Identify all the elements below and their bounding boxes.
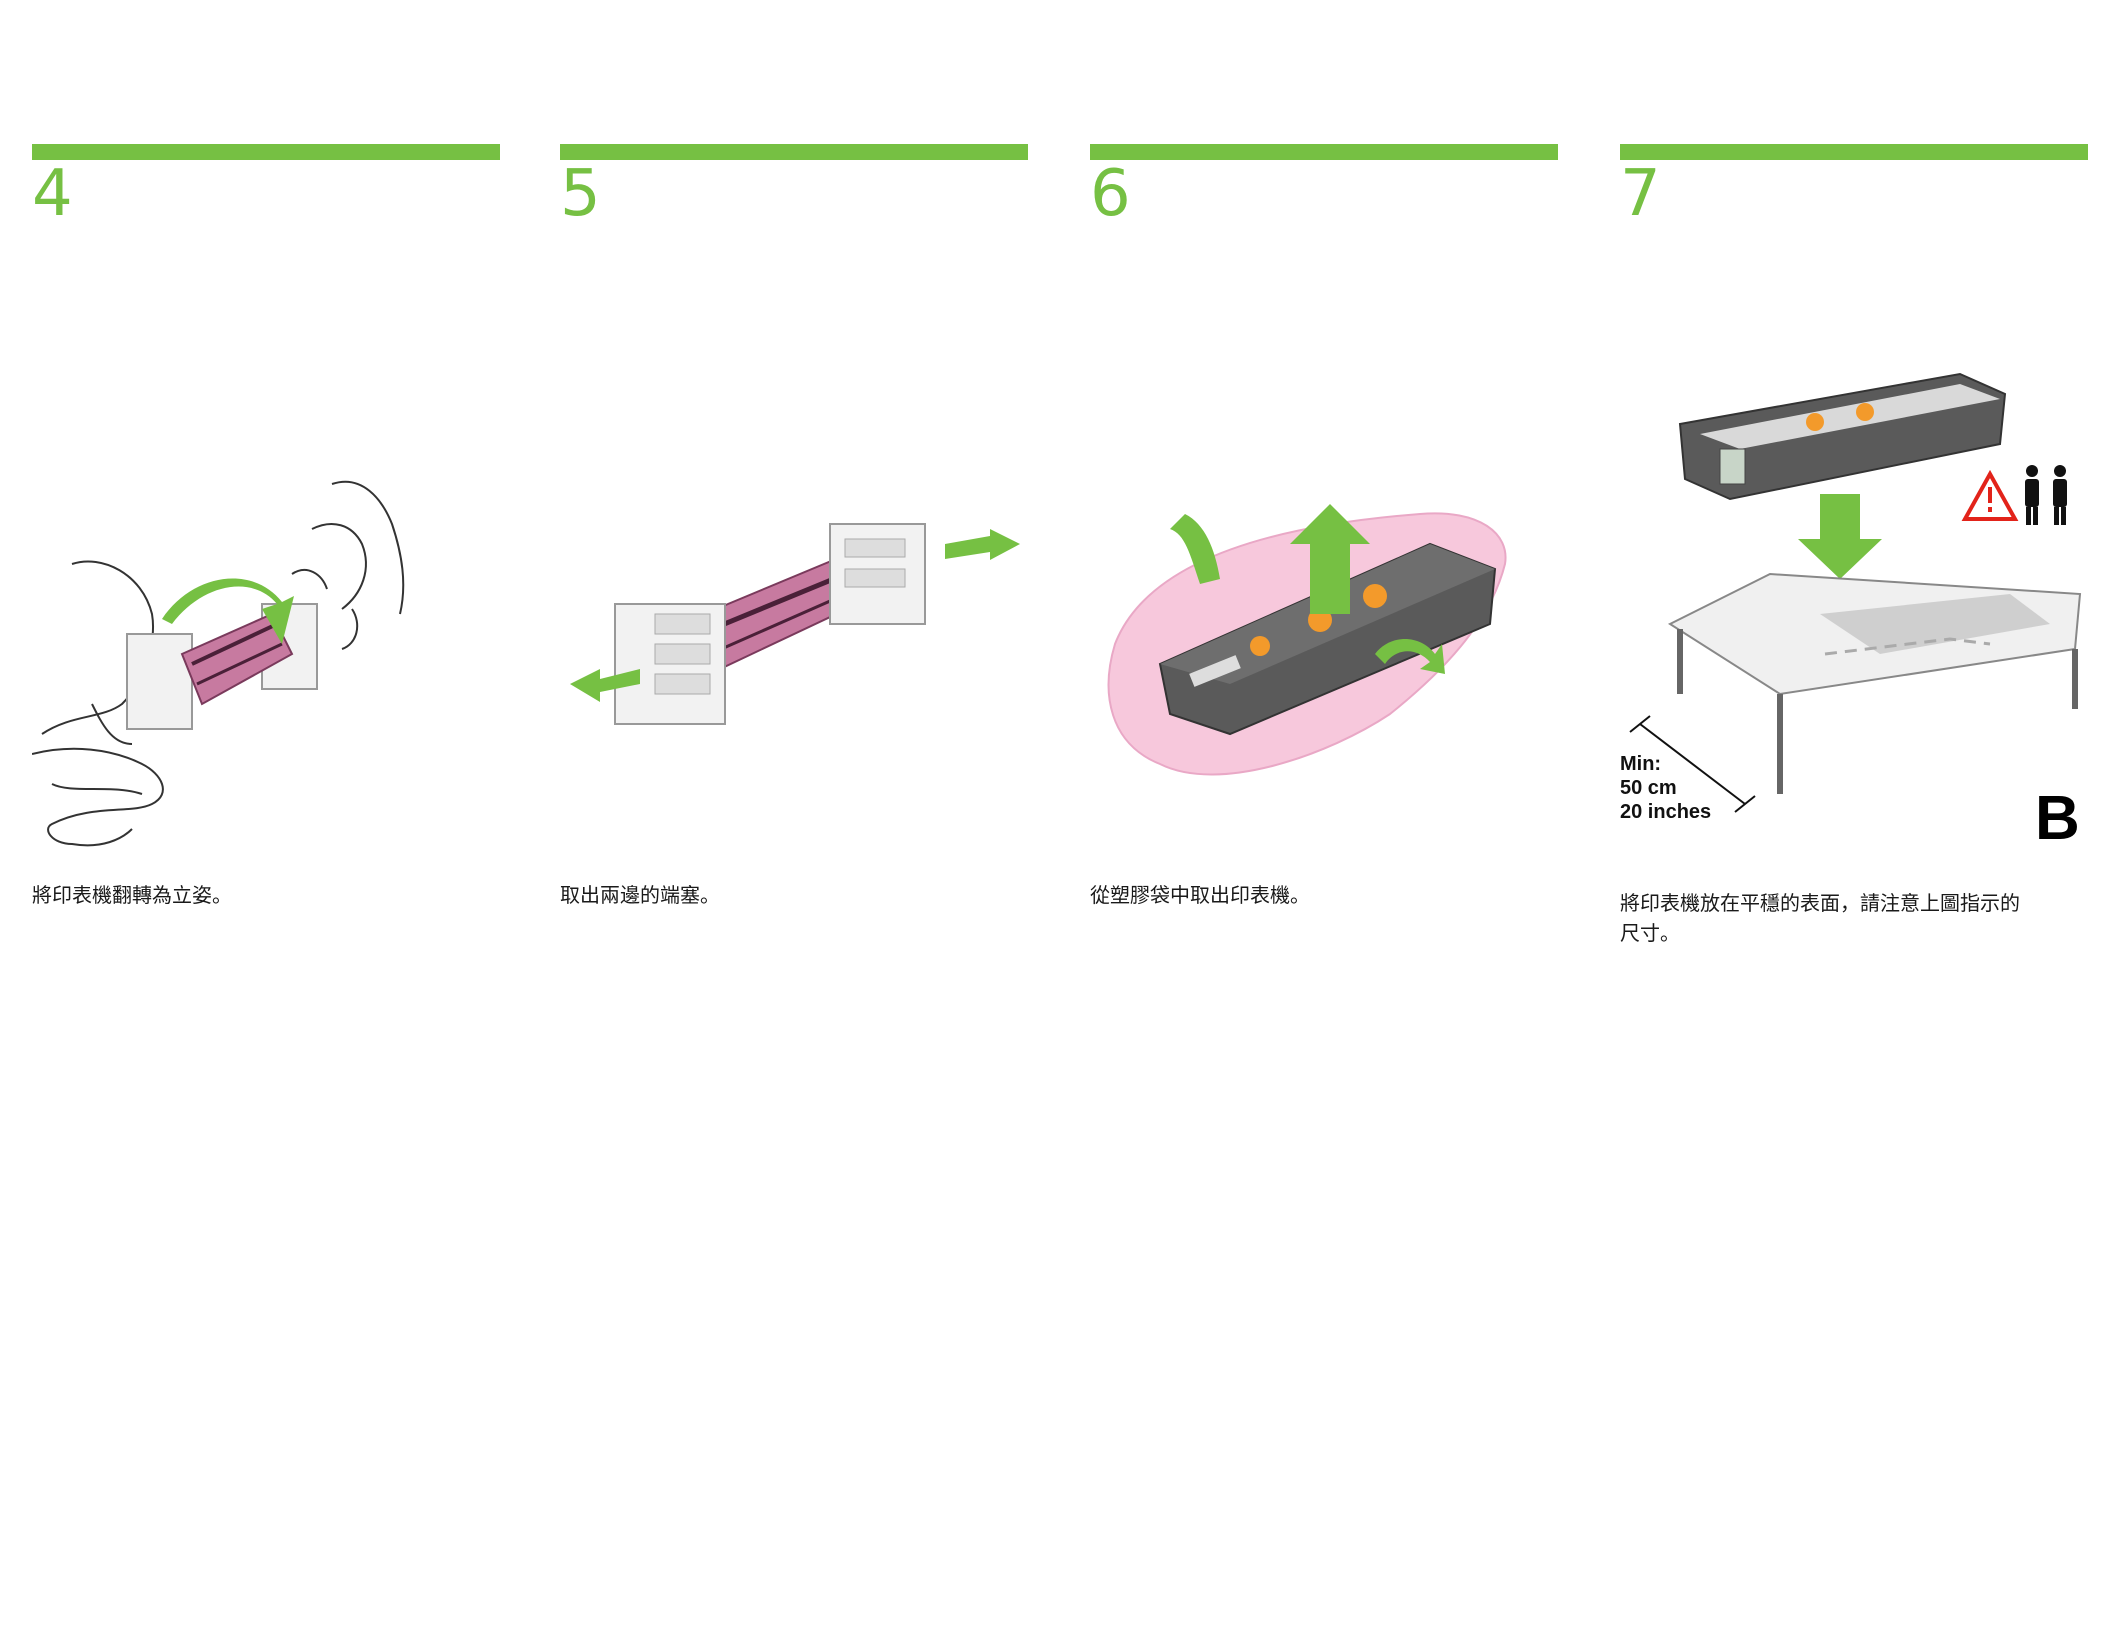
step-caption: 將印表機翻轉為立姿。 — [32, 880, 500, 910]
down-arrow-icon — [1798, 494, 1882, 579]
step-4: 4 將印表機翻轉為立姿。 — [32, 144, 500, 226]
dimension-label-inches: 20 inches — [1620, 801, 1711, 823]
illustration-flip-printer — [32, 324, 500, 884]
step-caption: 取出兩邊的端塞。 — [560, 880, 1028, 910]
illustration-place-on-table: Min: 50 cm 20 inches — [1620, 324, 2088, 884]
step-caption: 從塑膠袋中取出印表機。 — [1090, 880, 1558, 910]
step-5: 5 取出兩邊的端塞。 — [560, 144, 1028, 226]
step-number: 6 — [1090, 162, 1558, 226]
two-people-icon — [2025, 465, 2067, 525]
step-header-bar — [1090, 144, 1558, 160]
step-number: 4 — [32, 162, 500, 226]
section-letter: B — [2035, 783, 2080, 854]
step-number: 5 — [560, 162, 1028, 226]
pull-arrow-icon — [945, 529, 1020, 560]
step-caption: 將印表機放在平穩的表面，請注意上圖指示的 尺寸。 — [1620, 888, 2088, 948]
illustration-remove-bag — [1090, 324, 1558, 884]
illustration-remove-end-caps — [560, 324, 1028, 884]
step-7: 7 Min: — [1620, 144, 2088, 226]
step-number: 7 — [1620, 162, 2088, 226]
step-header-bar — [560, 144, 1028, 160]
step-header-bar — [32, 144, 500, 160]
dimension-label-min: Min: — [1620, 753, 1661, 775]
step-header-bar — [1620, 144, 2088, 160]
dimension-label-cm: 50 cm — [1620, 777, 1677, 799]
step-6: 6 從塑膠袋中取出印表機。 — [1090, 144, 1558, 226]
